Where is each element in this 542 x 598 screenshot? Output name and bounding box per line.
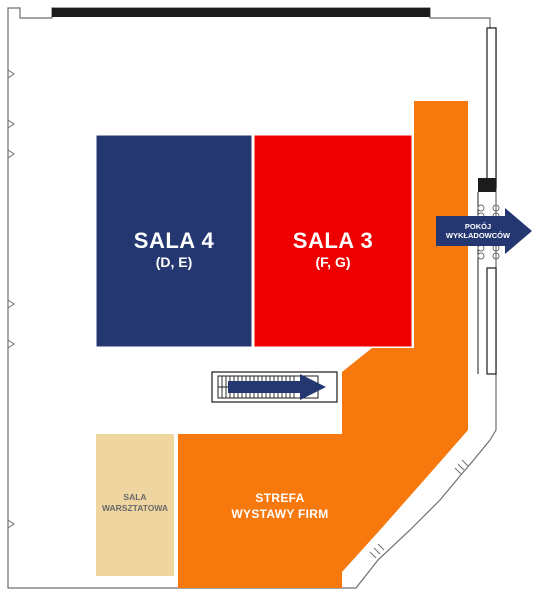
strefa-wystawy-firm-area[interactable] — [178, 101, 468, 588]
sala-4-subtitle: (D, E) — [155, 254, 193, 270]
sala-warsztatowa-line1: SALA — [123, 492, 147, 502]
sala-3-label: SALA 3 (F, G) — [254, 228, 412, 270]
sala-3-subtitle: (F, G) — [315, 254, 351, 270]
sala-4-title: SALA 4 — [133, 228, 215, 253]
sala-warsztatowa-label: SALA WARSZTATOWA — [96, 492, 174, 514]
pokoj-line1: POKÓJ — [464, 222, 492, 231]
sala-4-label: SALA 4 (D, E) — [96, 228, 252, 270]
pokoj-wykladowcow-arrow-icon[interactable] — [436, 208, 532, 254]
left-wall-detail — [7, 69, 15, 529]
escalator — [211, 371, 338, 403]
right-wall-upper — [486, 27, 497, 189]
escalator-arrow-icon — [228, 374, 326, 400]
strefa-line1: STREFA — [255, 491, 305, 505]
strefa-line2: WYSTAWY FIRM — [231, 507, 329, 521]
sala-3-room[interactable] — [253, 134, 413, 348]
pokoj-line2: WYKŁADOWCÓW — [445, 231, 511, 240]
pokoj-wykladowcow-label: POKÓJ WYKŁADOWCÓW — [436, 222, 520, 240]
sala-3-title: SALA 3 — [292, 228, 374, 253]
wall-doors — [369, 459, 469, 559]
right-wall-lower — [486, 267, 497, 375]
top-wall — [52, 8, 430, 17]
sala-warsztatowa-room[interactable] — [96, 434, 174, 576]
strefa-label: STREFA WYSTAWY FIRM — [200, 490, 360, 522]
right-wall-dark — [478, 178, 496, 192]
sala-4-room[interactable] — [95, 134, 253, 348]
sala-warsztatowa-line2: WARSZTATOWA — [101, 503, 169, 513]
